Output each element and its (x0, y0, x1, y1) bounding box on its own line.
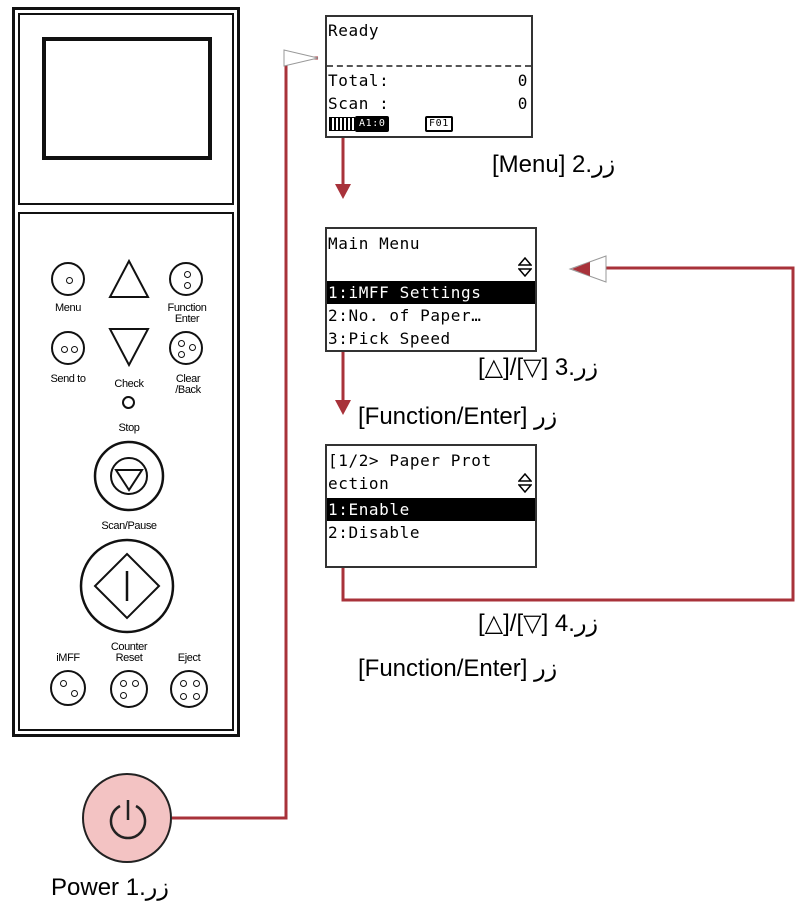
check-lamp (122, 396, 135, 409)
power-button[interactable] (82, 773, 172, 863)
step4-line2: [Function/Enter] زر (358, 655, 558, 682)
counter-reset-label: Counter Reset (110, 641, 148, 664)
flow-line-power-to-ready (172, 56, 318, 820)
clear-back-button[interactable] (169, 331, 203, 365)
ready-scan-value: 0 (517, 94, 528, 113)
paper-title-line1: [1/2> Paper Prot (328, 451, 492, 470)
ready-scan-label: Scan : (328, 94, 390, 113)
scroll-updown-icon (518, 473, 532, 493)
imff-label: iMFF (56, 652, 80, 664)
down-arrow-button[interactable] (107, 326, 151, 368)
step1-label: Power زر.1 (51, 874, 169, 901)
counter-reset-button[interactable] (110, 670, 148, 708)
check-label: Check (114, 378, 144, 390)
ready-title: Ready (328, 21, 380, 40)
arrowhead-into-ready (283, 49, 319, 67)
paper-option-enable[interactable]: 1:Enable (327, 498, 535, 521)
send-to-label: Send to (50, 373, 86, 385)
ready-divider (327, 65, 531, 67)
lcd-ready-screen: Ready Total: 0 Scan : 0 A1:0 F01 (325, 15, 533, 138)
main-menu-item-2[interactable]: 2:No. of Paper… (328, 306, 482, 325)
ready-total-label: Total: (328, 71, 390, 90)
lcd-bezel (18, 13, 234, 205)
main-menu-title: Main Menu (328, 234, 421, 253)
power-icon (109, 800, 147, 840)
ready-total-value: 0 (517, 71, 528, 90)
paper-option-disable[interactable]: 2:Disable (328, 523, 421, 542)
flow-line-loop-back (341, 266, 795, 602)
main-menu-item-1[interactable]: 1:iMFF Settings (327, 281, 535, 304)
scroll-updown-icon (518, 257, 532, 277)
menu-button[interactable] (51, 262, 85, 296)
step2-label: [Menu] زر.2 (492, 151, 616, 178)
scan-pause-button[interactable] (78, 537, 176, 635)
step3-line2: [Function/Enter] زر (358, 403, 558, 430)
paper-title-line2: ection (328, 474, 390, 493)
arrowhead-into-paper (335, 400, 351, 415)
arrowhead-into-menu (335, 184, 351, 199)
send-to-button[interactable] (51, 331, 85, 365)
function-enter-label: Function Enter (167, 302, 207, 325)
main-menu-item-3[interactable]: 3:Pick Speed (328, 329, 451, 348)
menu-button-label: Menu (55, 302, 81, 314)
lcd-display (42, 37, 212, 160)
step4-line1: [△]/[▽] زر.4 (478, 610, 599, 637)
stop-button[interactable] (92, 439, 166, 513)
lcd-main-menu: Main Menu 1:iMFF Settings 2:No. of Paper… (325, 227, 537, 352)
ready-tag-a1: A1:0 (355, 116, 390, 132)
arrowhead-loop-back-tip (572, 262, 590, 276)
barcode-icon (329, 117, 355, 131)
eject-label: Eject (177, 652, 201, 664)
clear-back-label: Clear /Back (175, 373, 201, 396)
eject-button[interactable] (170, 670, 208, 708)
button-panel (18, 212, 234, 731)
lcd-paper-protection: [1/2> Paper Prot ection 1:Enable 2:Disab… (325, 444, 537, 568)
ready-tag-f01: F01 (425, 116, 453, 132)
up-arrow-button[interactable] (107, 258, 151, 300)
function-enter-button[interactable] (169, 262, 203, 296)
step3-line1: [△]/[▽] زر.3 (478, 354, 599, 381)
stop-label: Stop (118, 422, 140, 434)
imff-button[interactable] (50, 670, 86, 706)
scan-pause-label: Scan/Pause (101, 520, 157, 532)
